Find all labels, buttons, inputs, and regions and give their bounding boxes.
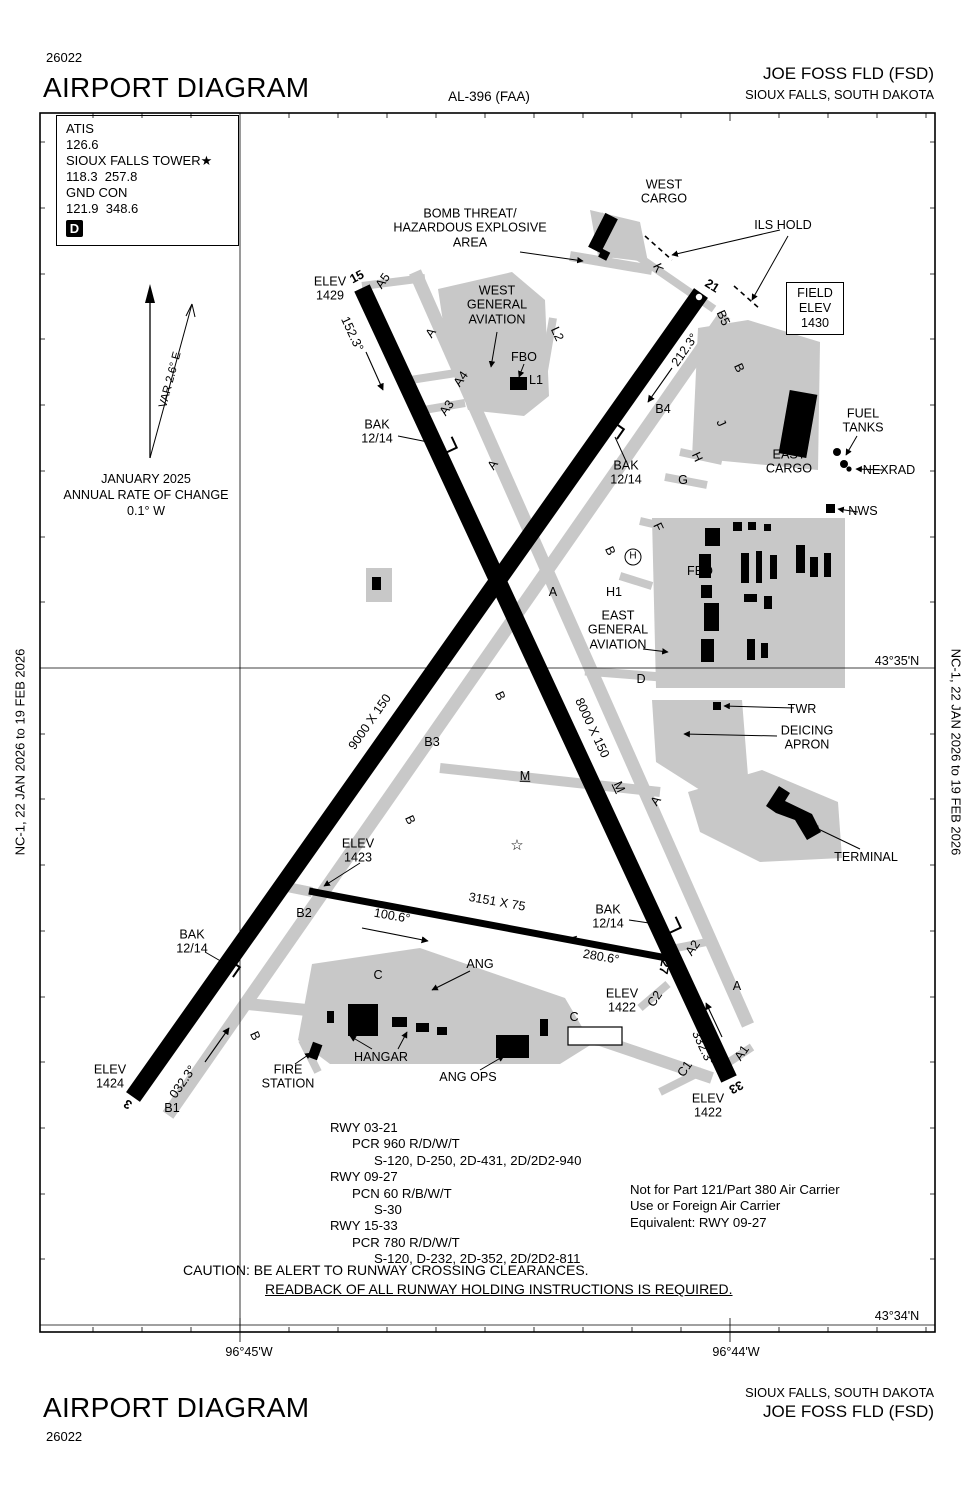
fuel-tanks-label: FUEL TANKS — [842, 406, 884, 435]
elev-1424: ELEV 1424 — [93, 1062, 127, 1091]
chart-border — [39, 112, 936, 1333]
taxiway-label-b4: B4 — [655, 401, 671, 416]
west-cargo-label: WEST CARGO — [640, 177, 688, 206]
runways — [126, 284, 737, 1102]
taxiway-label-b2: B2 — [296, 905, 312, 920]
east-ga-label: EAST GENERAL AVIATION — [587, 608, 649, 652]
outlined-building — [567, 1026, 623, 1046]
procedure-id: AL-396 (FAA) — [448, 89, 530, 105]
terminal-label: TERMINAL — [834, 849, 898, 864]
caution-line-1: CAUTION: BE ALERT TO RUNWAY CROSSING CLE… — [183, 1262, 589, 1278]
buildings — [307, 212, 852, 1061]
fire-station-label: FIRE STATION — [261, 1062, 315, 1091]
runway-21-threshold-marker — [695, 293, 703, 301]
atis-freq: 126.6 — [66, 137, 99, 152]
gnd-con-freqs: 121.9 348.6 — [66, 201, 139, 216]
taxiway-label-l1: L1 — [528, 372, 544, 387]
rate-of-change-1: ANNUAL RATE OF CHANGE — [63, 487, 229, 502]
chart-number-bottom: 26022 — [46, 1429, 83, 1444]
lon-96-44: 96°44'W — [712, 1344, 760, 1359]
bomb-threat-label: BOMB THREAT/ HAZARDOUS EXPLOSIVE AREA — [393, 206, 547, 250]
elev-1422-rwy27: ELEV 1422 — [605, 986, 639, 1015]
bak-label-3: BAK 12/14 — [176, 927, 208, 956]
ils-hold-label: ILS HOLD — [754, 217, 812, 232]
fbo-east-label: FBO — [687, 563, 713, 578]
taxiway-label-b3: B3 — [424, 734, 440, 749]
helipad-icon: H — [624, 548, 642, 566]
taxiway-label-a: A — [548, 584, 558, 599]
taxiway-label-a: A — [732, 978, 742, 993]
runway-data-block: RWY 03-21 PCR 960 R/D/W/T S-120, D-250, … — [330, 1120, 582, 1267]
airport-reference-point-icon: ☆ — [510, 837, 524, 854]
nws-label: NWS — [848, 503, 878, 518]
ang-ops-label: ANG OPS — [439, 1069, 497, 1084]
ang-label: ANG — [466, 956, 494, 971]
h1-label: H1 — [605, 584, 623, 599]
leader-lines — [204, 229, 885, 1071]
ils-hold-lines — [644, 235, 761, 310]
bak-label-1: BAK 12/14 — [361, 417, 393, 446]
rwy-27-number: 27 — [656, 958, 673, 976]
hangar-label: HANGAR — [354, 1049, 408, 1064]
taxiway-label-m: M — [519, 768, 531, 783]
atis-label: ATIS — [66, 121, 94, 136]
tower-freqs: 118.3 257.8 — [66, 169, 138, 184]
north-arrow — [145, 284, 196, 459]
heading-arrows — [204, 351, 723, 1063]
deicing-apron-label: DEICING APRON — [780, 723, 834, 752]
taxiway-label-c: C — [569, 1009, 579, 1024]
variation-date: JANUARY 2025 — [101, 471, 191, 486]
lat-43-34: 43°34'N — [874, 1308, 920, 1323]
city-state-bottom: SIOUX FALLS, SOUTH DAKOTA — [745, 1385, 934, 1400]
elev-1422-rwy33: ELEV 1422 — [691, 1091, 725, 1120]
airport-name-top: JOE FOSS FLD (FSD) — [763, 64, 934, 83]
taxiway-label-c: C — [373, 967, 383, 982]
atis-letter-badge: D — [66, 220, 83, 237]
east-cargo-label: EAST CARGO — [765, 447, 813, 476]
lon-96-45: 96°45'W — [225, 1344, 273, 1359]
tower-label: SIOUX FALLS TOWER★ — [66, 153, 213, 168]
west-ga-label: WEST GENERAL AVIATION — [466, 283, 528, 327]
chart-number-top: 26022 — [46, 50, 83, 65]
graticule — [40, 113, 935, 1342]
elev-1423: ELEV 1423 — [341, 836, 375, 865]
taxiway-label-b1: B1 — [164, 1100, 180, 1115]
edition-left: NC-1, 22 JAN 2026 to 19 FEB 2026 — [12, 648, 28, 856]
fbo-west-label: FBO — [511, 349, 537, 364]
page-title-bottom: AIRPORT DIAGRAM — [43, 1392, 310, 1423]
bak-label-4: BAK 12/14 — [592, 902, 624, 931]
comm-frequency-box: ATIS 126.6 SIOUX FALLS TOWER★ 118.3 257.… — [56, 115, 239, 246]
rate-of-change-2: 0.1° W — [127, 503, 165, 518]
elev-1429: ELEV 1429 — [313, 274, 347, 303]
not-for-note: Not for Part 121/Part 380 Air Carrier Us… — [630, 1182, 840, 1230]
gnd-con-label: GND CON — [66, 185, 128, 200]
nexrad-label: NEXRAD — [862, 462, 916, 477]
city-state-top: SIOUX FALLS, SOUTH DAKOTA — [745, 87, 934, 102]
taxiway-label-d: D — [636, 671, 646, 686]
caution-line-2: READBACK OF ALL RUNWAY HOLDING INSTRUCTI… — [265, 1281, 733, 1297]
bak-label-2: BAK 12/14 — [610, 458, 642, 487]
bak-hold-symbols — [217, 417, 683, 978]
page-title: AIRPORT DIAGRAM — [43, 72, 310, 103]
airport-name-bottom: JOE FOSS FLD (FSD) — [763, 1402, 934, 1421]
twr-label: TWR — [787, 701, 817, 716]
taxiway-label-g: G — [678, 472, 688, 487]
field-elev-box: FIELD ELEV 1430 — [786, 282, 844, 336]
lat-43-35: 43°35'N — [874, 653, 920, 668]
edition-right: NC-1, 22 JAN 2026 to 19 FEB 2026 — [948, 648, 964, 856]
